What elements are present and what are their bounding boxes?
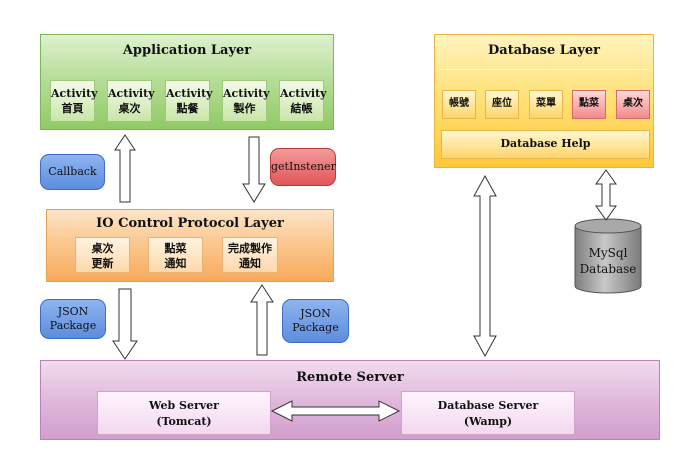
database-layer-title: Database Layer [488, 43, 600, 58]
db-table-tables: 桌次 [616, 90, 650, 119]
callout-line: JSON [300, 307, 331, 320]
up-arrow-icon [250, 284, 274, 356]
activity-make: Activity 製作 [222, 80, 270, 122]
database-server-sub: (Wamp) [463, 415, 513, 428]
activity-table: Activity 桌次 [107, 80, 155, 122]
cylinder-icon [574, 218, 642, 294]
db-table-seat: 座位 [485, 90, 519, 119]
io-item-line: 更新 [91, 257, 114, 270]
down-arrow-icon [242, 136, 266, 203]
activity-label: Activity [166, 87, 213, 100]
activity-home: Activity 首頁 [50, 80, 98, 122]
activity-label: Activity [223, 87, 270, 100]
activity-name: 首頁 [61, 102, 84, 115]
activity-name: 結帳 [290, 102, 313, 115]
down-arrow-icon [112, 288, 138, 360]
io-item-line: 完成製作 [228, 242, 272, 255]
database-layer: Database Layer 帳號 座位 菜單 點菜 桌次 Database H… [434, 34, 654, 168]
io-layer-title: IO Control Protocol Layer [96, 216, 284, 231]
web-server-box: Web Server (Tomcat) [97, 391, 271, 435]
web-server-sub: (Tomcat) [156, 415, 212, 428]
double-arrow-icon [473, 174, 497, 358]
io-item-order-notify: 點菜 通知 [148, 237, 203, 273]
json-package-callout-left: JSON Package [40, 299, 106, 339]
callout-line: Package [49, 319, 97, 332]
mysql-label: MySql Database [574, 245, 642, 277]
io-item-table-update: 桌次 更新 [75, 237, 130, 273]
activity-label: Activity [108, 87, 155, 100]
web-server-label: Web Server [149, 399, 219, 412]
mysql-label-line: MySql [588, 246, 628, 260]
remote-server-title: Remote Server [296, 370, 404, 385]
json-package-callout-right: JSON Package [282, 299, 349, 343]
database-server-label: Database Server [437, 399, 539, 412]
activity-checkout: Activity 結帳 [279, 80, 327, 122]
activity-label: Activity [280, 87, 327, 100]
callout-line: Package [292, 321, 339, 334]
callout-line: JSON [57, 305, 89, 318]
io-item-line: 通知 [164, 257, 187, 270]
db-table-order: 點菜 [572, 90, 606, 119]
application-layer: Application Layer Activity 首頁 Activity 桌… [40, 34, 334, 130]
db-table-account: 帳號 [442, 90, 476, 119]
application-layer-title: Application Layer [122, 43, 252, 58]
io-item-line: 通知 [239, 257, 261, 270]
database-server-box: Database Server (Wamp) [401, 391, 575, 435]
activity-name: 桌次 [118, 102, 141, 115]
remote-server-layer: Remote Server Web Server (Tomcat) Databa… [40, 360, 660, 440]
callback-callout: Callback [40, 154, 105, 190]
db-table-menu: 菜單 [529, 90, 563, 119]
double-arrow-icon [270, 400, 401, 422]
activity-label: Activity [51, 87, 98, 100]
io-control-layer: IO Control Protocol Layer 桌次 更新 點菜 通知 完成… [46, 209, 334, 282]
database-help: Database Help [441, 130, 650, 159]
io-item-line: 桌次 [91, 242, 114, 255]
up-arrow-icon [114, 134, 136, 203]
divider [441, 69, 647, 70]
activity-name: 點餐 [176, 102, 199, 115]
mysql-database: MySql Database [574, 218, 642, 294]
activity-name: 製作 [233, 102, 256, 115]
io-item-line: 點菜 [164, 242, 187, 255]
mysql-label-line: Database [579, 262, 637, 276]
getinstener-callout: getInstener [270, 148, 336, 186]
double-arrow-icon [595, 169, 617, 221]
io-item-done-notify: 完成製作 通知 [222, 237, 278, 273]
activity-order: Activity 點餐 [165, 80, 213, 122]
